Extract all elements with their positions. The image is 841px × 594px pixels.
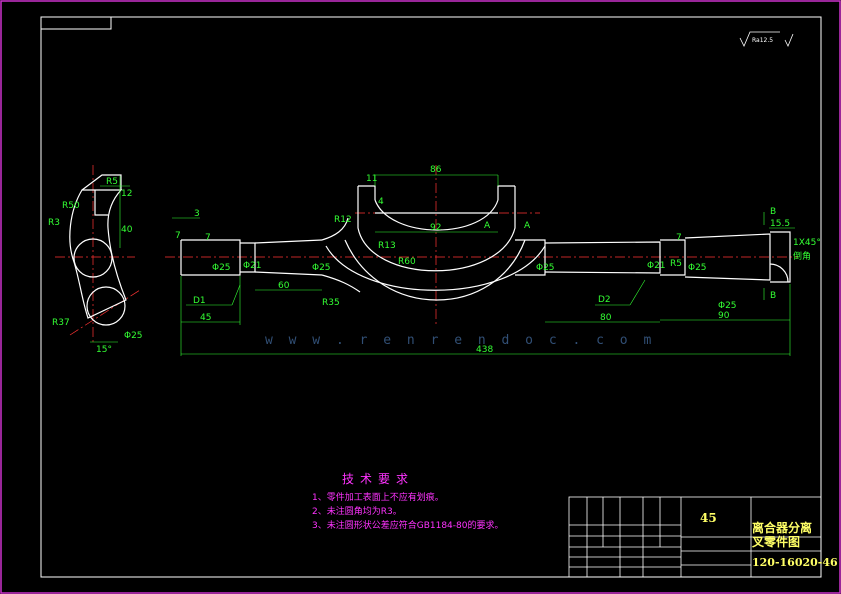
- dimension-texts: 86 11 92 60 45 80 90 15.5 438 3 12 40 4 …: [48, 165, 821, 355]
- lever-upper-hole: [73, 238, 113, 278]
- svg-text:R60: R60: [398, 257, 416, 267]
- svg-text:3: 3: [194, 209, 200, 219]
- svg-text:R50: R50: [62, 201, 80, 211]
- roughness-symbol: Ra12.5: [739, 31, 794, 47]
- svg-text:D1: D1: [193, 296, 206, 306]
- svg-text:7: 7: [175, 231, 181, 241]
- centerlines: [55, 165, 798, 345]
- watermark-url: w w w . r e n r e n d o c . c o m: [265, 333, 656, 348]
- svg-text:R13: R13: [378, 241, 396, 251]
- svg-text:Φ21: Φ21: [243, 261, 262, 271]
- svg-text:R12: R12: [334, 215, 352, 225]
- svg-text:Φ25: Φ25: [212, 263, 231, 273]
- svg-text:1X45°: 1X45°: [793, 238, 821, 248]
- svg-text:B: B: [770, 291, 776, 301]
- svg-text:92: 92: [430, 223, 441, 233]
- dimension-lines: [90, 174, 795, 356]
- svg-text:R5: R5: [106, 177, 118, 187]
- title-block: [568, 496, 822, 578]
- svg-text:12: 12: [121, 189, 132, 199]
- title-block-material: 45: [700, 511, 717, 525]
- svg-text:Φ25: Φ25: [718, 301, 737, 311]
- svg-text:40: 40: [121, 225, 133, 235]
- svg-text:15°: 15°: [96, 345, 112, 355]
- main-view-shaft: [180, 185, 791, 301]
- svg-text:60: 60: [278, 281, 290, 291]
- svg-text:Φ25: Φ25: [536, 263, 555, 273]
- svg-text:7: 7: [205, 233, 211, 243]
- tech-requirement-item: 2、未注圆角均为R3。: [312, 507, 402, 517]
- svg-text:B: B: [770, 207, 776, 217]
- svg-text:R3: R3: [48, 218, 60, 228]
- title-block-part-name: 离合器分离叉零件图: [752, 521, 813, 549]
- reverse-code-box: [40, 16, 112, 30]
- side-view-lever: [69, 174, 127, 326]
- svg-text:Φ25: Φ25: [124, 331, 143, 341]
- lever-lower-hole: [86, 286, 126, 326]
- tech-requirement-item: 1、零件加工表面上不应有划痕。: [312, 493, 444, 503]
- svg-text:Φ25: Φ25: [688, 263, 707, 273]
- svg-text:R37: R37: [52, 318, 70, 328]
- svg-text:Φ21: Φ21: [647, 261, 666, 271]
- svg-text:R35: R35: [322, 298, 340, 308]
- svg-text:A: A: [484, 221, 491, 231]
- svg-text:45: 45: [200, 313, 211, 323]
- svg-text:R5: R5: [670, 259, 682, 269]
- svg-text:倒角: 倒角: [793, 250, 811, 262]
- title-block-drawing-code: 120-16020-46: [752, 556, 838, 569]
- svg-text:86: 86: [430, 165, 442, 175]
- svg-text:15.5: 15.5: [770, 219, 790, 229]
- svg-text:A: A: [524, 221, 531, 231]
- svg-text:438: 438: [476, 345, 493, 355]
- tech-requirements-title: 技术要求: [342, 472, 415, 486]
- svg-text:80: 80: [600, 313, 612, 323]
- svg-text:Φ25: Φ25: [312, 263, 331, 273]
- svg-text:D2: D2: [598, 295, 611, 305]
- roughness-text: Ra12.5: [752, 37, 773, 44]
- svg-text:90: 90: [718, 311, 730, 321]
- tech-requirement-item: 3、未注圆形状公差应符合GB1184-80的要求。: [312, 521, 504, 531]
- svg-text:4: 4: [378, 197, 384, 207]
- svg-text:11: 11: [366, 174, 377, 184]
- inner-frame: [40, 16, 822, 578]
- svg-text:7: 7: [676, 233, 682, 243]
